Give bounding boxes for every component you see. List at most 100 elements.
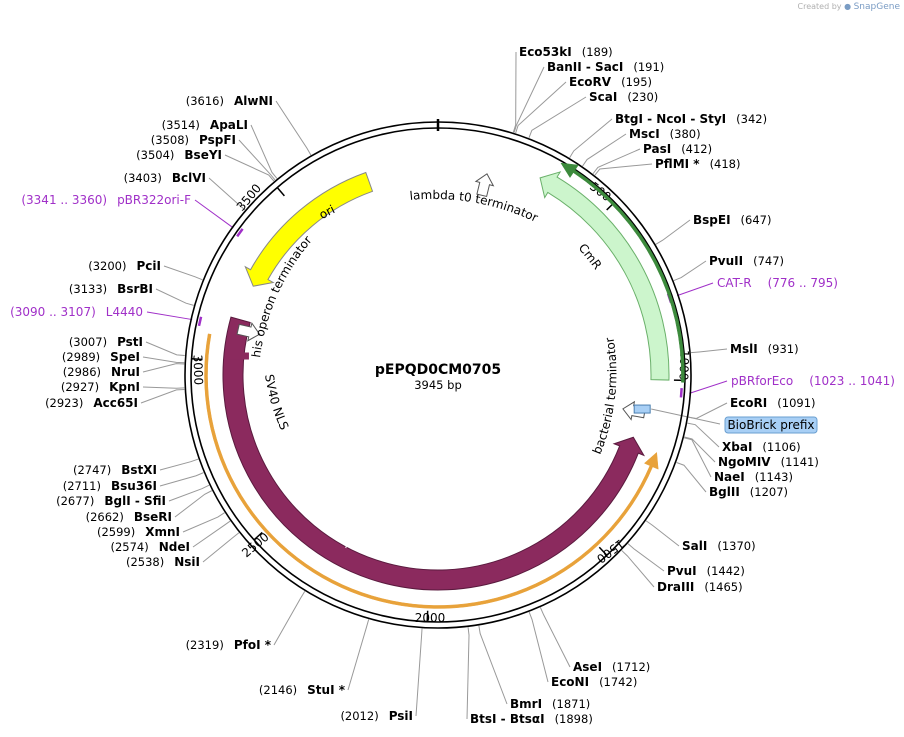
primer-label: (3341 .. 3360)pBR322ori-F bbox=[21, 193, 191, 207]
enzyme-label: (3403)BclVI bbox=[124, 171, 206, 185]
enzyme-label: (3133)BsrBI bbox=[69, 282, 153, 296]
enzyme-leader bbox=[627, 543, 665, 572]
ori-feature bbox=[244, 171, 374, 287]
primer-mark bbox=[679, 388, 683, 398]
cmr-outline bbox=[560, 162, 685, 383]
primer-label: CAT-R(776 .. 795) bbox=[717, 276, 838, 290]
biobrick-leader bbox=[651, 408, 721, 425]
enzyme-leader bbox=[273, 591, 306, 646]
primer-leader bbox=[676, 282, 714, 297]
primer-label: (3090 .. 3107)L4440 bbox=[10, 305, 143, 319]
enzyme-label: (2986)NruI bbox=[63, 365, 140, 379]
enzyme-label: Eco53kI(189) bbox=[519, 45, 613, 59]
tick-label: 2000 bbox=[415, 611, 446, 625]
enzyme-leader bbox=[192, 520, 231, 548]
enzyme-label: SalI(1370) bbox=[682, 539, 756, 553]
tick-label: 2500 bbox=[239, 530, 271, 560]
terminator-arrow bbox=[474, 173, 495, 198]
enzyme-leader bbox=[690, 348, 728, 354]
enzyme-leader bbox=[582, 133, 627, 167]
enzyme-leader bbox=[224, 154, 275, 182]
enzyme-leader bbox=[513, 66, 545, 133]
enzyme-label: (2012)PsiI bbox=[340, 709, 413, 723]
enzyme-label: BtsI - BtsαI(1898) bbox=[470, 712, 593, 726]
enzyme-leader bbox=[142, 386, 185, 389]
enzyme-label: (2662)BseRI bbox=[86, 510, 172, 524]
primer-leader bbox=[194, 199, 234, 229]
enzyme-leader bbox=[684, 436, 716, 463]
tick-mark bbox=[253, 531, 263, 541]
enzyme-label: (3007)PstI bbox=[69, 335, 143, 349]
enzyme-leader bbox=[655, 219, 691, 245]
enzyme-label: (3508)PspFI bbox=[151, 133, 236, 147]
sv40-nls-mark bbox=[228, 352, 249, 360]
tick-mark bbox=[191, 358, 203, 361]
enzyme-leader bbox=[645, 520, 680, 547]
enzyme-leader bbox=[347, 619, 370, 691]
enzyme-label: PvuII(747) bbox=[709, 254, 784, 268]
enzyme-label: BtgI - NcoI - StyI(342) bbox=[615, 112, 767, 126]
enzyme-leader bbox=[687, 422, 720, 448]
enzyme-label: PflMI *(418) bbox=[655, 157, 741, 171]
sv40-nls-label: SV40 NLS bbox=[262, 373, 291, 432]
enzyme-leader bbox=[528, 611, 549, 683]
enzyme-leader bbox=[688, 402, 728, 420]
enzyme-label: (2747)BstXI bbox=[73, 463, 157, 477]
enzyme-label: (2711)Bsu36I bbox=[63, 479, 157, 493]
enzyme-label: (3504)BseYI bbox=[136, 148, 222, 162]
enzyme-label: NgoMIV(1141) bbox=[718, 455, 819, 469]
enzyme-leader bbox=[159, 458, 199, 471]
enzyme-label: (2599)XmnI bbox=[97, 525, 180, 539]
enzyme-label: BglII(1207) bbox=[709, 485, 788, 499]
enzyme-label: EcoRV(195) bbox=[569, 75, 652, 89]
enzyme-label: (2989)SpeI bbox=[62, 350, 140, 364]
enzyme-leader bbox=[594, 163, 653, 176]
enzyme-leader bbox=[163, 265, 203, 281]
plasmid-name: pEPQD0CM0705 bbox=[375, 362, 501, 378]
enzyme-leader bbox=[174, 490, 213, 518]
plasmid-length: 3945 bp bbox=[414, 378, 462, 392]
cmr-feature bbox=[539, 171, 670, 381]
enzyme-label: MscI(380) bbox=[629, 127, 701, 141]
integrase-feature bbox=[222, 316, 646, 591]
enzyme-leader bbox=[673, 260, 707, 282]
enzyme-leader bbox=[159, 472, 204, 487]
enzyme-leader bbox=[684, 437, 712, 478]
enzyme-label: BmrI(1871) bbox=[510, 697, 590, 711]
enzyme-leader bbox=[142, 363, 185, 373]
primer-leader bbox=[689, 380, 728, 394]
snapgene-credit: Created by ● SnapGene bbox=[797, 2, 901, 12]
enzyme-leader bbox=[145, 341, 185, 356]
enzyme-label: BanII - SacI(191) bbox=[547, 60, 664, 74]
enzyme-leader bbox=[140, 388, 185, 404]
enzyme-label: (2574)NdeI bbox=[111, 540, 191, 554]
enzyme-label: NaeI(1143) bbox=[714, 470, 793, 484]
enzyme-leader bbox=[512, 51, 517, 133]
enzyme-label: AseI(1712) bbox=[573, 660, 650, 674]
enzyme-label: (3616)AlwNI bbox=[186, 94, 273, 108]
tick-label: 3500 bbox=[234, 181, 264, 213]
primer-leader bbox=[146, 311, 193, 321]
enzyme-label: (2923)Acc65I bbox=[45, 396, 138, 410]
enzyme-leader bbox=[539, 607, 571, 668]
enzyme-leader bbox=[155, 288, 194, 306]
biobrick-prefix-box: BioBrick prefix bbox=[724, 416, 818, 434]
tick-label: 3000 bbox=[190, 354, 205, 385]
enzyme-leader bbox=[676, 462, 707, 493]
tick-mark bbox=[598, 546, 608, 556]
enzyme-leader bbox=[208, 177, 246, 211]
enzyme-label: DraIII(1465) bbox=[657, 580, 743, 594]
enzyme-label: EcoNI(1742) bbox=[551, 675, 637, 689]
cmr-label: CmR bbox=[576, 241, 605, 272]
enzyme-leader bbox=[168, 484, 210, 502]
primer-mark bbox=[236, 228, 244, 238]
integrase-outline bbox=[204, 333, 659, 609]
enzyme-leader bbox=[415, 628, 423, 717]
enzyme-label: PasI(412) bbox=[643, 142, 712, 156]
enzyme-label: BspEI(647) bbox=[693, 213, 771, 227]
enzyme-label: (2927)KpnI bbox=[61, 380, 140, 394]
enzyme-label: XbaI(1106) bbox=[722, 440, 801, 454]
enzyme-label: (2146)StuI * bbox=[259, 683, 346, 697]
bacterial-terminator-label: bacterial terminator bbox=[590, 336, 620, 456]
